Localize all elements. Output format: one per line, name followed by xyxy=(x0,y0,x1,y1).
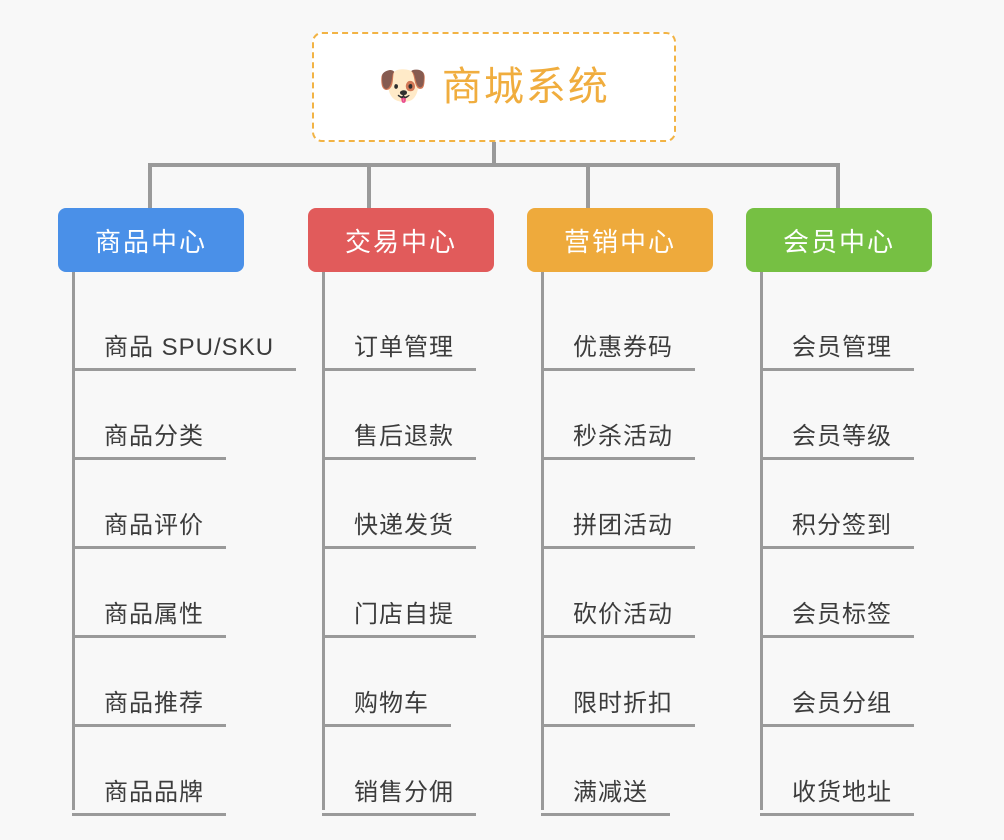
list-item[interactable]: 门店自提 xyxy=(308,549,538,638)
leaf-label: 快递发货 xyxy=(322,512,476,549)
list-item[interactable]: 积分签到 xyxy=(746,460,976,549)
leaf-label: 商品评价 xyxy=(72,512,226,549)
list-item[interactable]: 商品品牌 xyxy=(58,727,288,816)
column-member-center: 会员中心 会员管理 会员等级 积分签到 会员标签 会员分组 收货地址 xyxy=(746,208,976,816)
leaf-label: 收货地址 xyxy=(760,779,914,816)
leaf-label: 积分签到 xyxy=(760,512,914,549)
list-item[interactable]: 售后退款 xyxy=(308,371,538,460)
leaf-label: 拼团活动 xyxy=(541,512,695,549)
leaf-label: 订单管理 xyxy=(322,334,476,371)
root-node[interactable]: 🐶 商城系统 xyxy=(312,32,676,142)
root-title: 商城系统 xyxy=(441,65,610,109)
list-item[interactable]: 购物车 xyxy=(308,638,538,727)
list-item[interactable]: 快递发货 xyxy=(308,460,538,549)
list-item[interactable]: 商品推荐 xyxy=(58,638,288,727)
connector-drop-4 xyxy=(836,163,840,209)
column-header-marketing-center[interactable]: 营销中心 xyxy=(527,208,713,272)
list-item[interactable]: 商品评价 xyxy=(58,460,288,549)
list-item[interactable]: 会员管理 xyxy=(746,282,976,371)
leaf-label: 会员分组 xyxy=(760,690,914,727)
connector-root-stem xyxy=(492,142,496,166)
leaf-label: 购物车 xyxy=(322,690,451,727)
connector-drop-2 xyxy=(367,163,371,209)
leaf-label: 会员标签 xyxy=(760,601,914,638)
list-item[interactable]: 限时折扣 xyxy=(527,638,757,727)
leaf-list-marketing-center: 优惠券码 秒杀活动 拼团活动 砍价活动 限时折扣 满减送 xyxy=(527,272,757,816)
leaf-label: 商品推荐 xyxy=(72,690,226,727)
connector-horizontal-bus xyxy=(148,163,840,167)
leaf-label: 商品分类 xyxy=(72,423,226,460)
leaf-label: 售后退款 xyxy=(322,423,476,460)
leaf-label: 会员等级 xyxy=(760,423,914,460)
connector-drop-1 xyxy=(148,163,152,209)
leaf-label: 门店自提 xyxy=(322,601,476,638)
list-item[interactable]: 会员标签 xyxy=(746,549,976,638)
list-item[interactable]: 销售分佣 xyxy=(308,727,538,816)
leaf-list-member-center: 会员管理 会员等级 积分签到 会员标签 会员分组 收货地址 xyxy=(746,272,976,816)
leaf-label: 商品 SPU/SKU xyxy=(72,334,297,371)
list-item[interactable]: 商品属性 xyxy=(58,549,288,638)
connector-drop-3 xyxy=(586,163,590,209)
leaf-list-product-center: 商品 SPU/SKU 商品分类 商品评价 商品属性 商品推荐 商品品牌 xyxy=(58,272,297,816)
leaf-label: 商品品牌 xyxy=(72,779,226,816)
list-item[interactable]: 收货地址 xyxy=(746,727,976,816)
list-item[interactable]: 订单管理 xyxy=(308,282,538,371)
leaf-label: 销售分佣 xyxy=(322,779,476,816)
list-item[interactable]: 拼团活动 xyxy=(527,460,757,549)
list-item[interactable]: 秒杀活动 xyxy=(527,371,757,460)
column-trade-center: 交易中心 订单管理 售后退款 快递发货 门店自提 购物车 销售分佣 xyxy=(308,208,538,816)
list-item[interactable]: 商品分类 xyxy=(58,371,288,460)
leaf-label: 满减送 xyxy=(541,779,670,816)
list-item[interactable]: 砍价活动 xyxy=(527,549,757,638)
list-item[interactable]: 商品 SPU/SKU xyxy=(58,282,297,371)
leaf-label: 秒杀活动 xyxy=(541,423,695,460)
leaf-label: 商品属性 xyxy=(72,601,226,638)
list-item[interactable]: 优惠券码 xyxy=(527,282,757,371)
leaf-label: 会员管理 xyxy=(760,334,914,371)
shiba-dog-icon: 🐶 xyxy=(378,64,428,108)
list-item[interactable]: 满减送 xyxy=(527,727,757,816)
column-marketing-center: 营销中心 优惠券码 秒杀活动 拼团活动 砍价活动 限时折扣 满减送 xyxy=(527,208,757,816)
list-item[interactable]: 会员分组 xyxy=(746,638,976,727)
leaf-label: 砍价活动 xyxy=(541,601,695,638)
column-header-product-center[interactable]: 商品中心 xyxy=(58,208,244,272)
column-header-trade-center[interactable]: 交易中心 xyxy=(308,208,494,272)
leaf-label: 限时折扣 xyxy=(541,690,695,727)
column-header-member-center[interactable]: 会员中心 xyxy=(746,208,932,272)
leaf-list-trade-center: 订单管理 售后退款 快递发货 门店自提 购物车 销售分佣 xyxy=(308,272,538,816)
column-product-center: 商品中心 商品 SPU/SKU 商品分类 商品评价 商品属性 商品推荐 商品品牌 xyxy=(58,208,297,816)
list-item[interactable]: 会员等级 xyxy=(746,371,976,460)
leaf-label: 优惠券码 xyxy=(541,334,695,371)
